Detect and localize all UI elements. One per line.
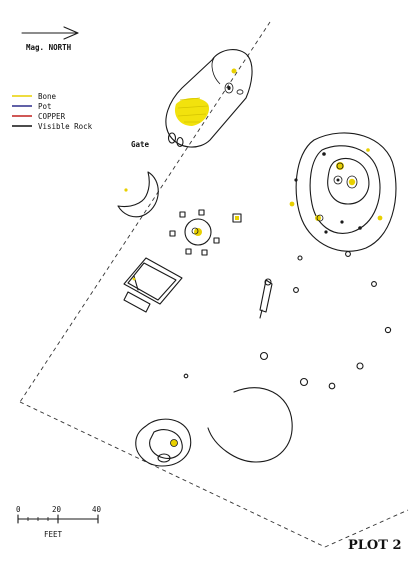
bone-deposit-hatching	[177, 97, 209, 123]
bone-fragment	[124, 188, 128, 192]
scale-bar	[17, 514, 99, 524]
bone-deposit-main	[174, 98, 210, 126]
legend-label-pot: Pot	[38, 102, 52, 111]
scattered-rocks	[183, 251, 392, 390]
post-ring	[169, 209, 220, 256]
north-label: Mag. NORTH	[26, 43, 72, 52]
plot-boundary	[19, 21, 409, 548]
legend-label-bone: Bone	[38, 92, 57, 101]
north-arrow-icon	[21, 26, 79, 40]
crescent-rock-arc	[117, 171, 159, 218]
hut-circle	[135, 418, 192, 467]
plot-title: PLOT 2	[348, 538, 402, 553]
scale-unit: FEET	[44, 530, 63, 539]
scale-tick-20: 20	[52, 505, 62, 514]
legend-label-visible-rock: Visible Rock	[38, 122, 93, 131]
gate-label: Gate	[131, 140, 150, 149]
round-compound	[289, 132, 397, 252]
legend-label-copper: COPPER	[38, 112, 66, 121]
scale-tick-40: 40	[92, 505, 102, 514]
elongated-stone	[259, 278, 273, 319]
legend: Bone Pot COPPER Visible Rock	[12, 92, 93, 131]
gate-posts	[167, 132, 184, 148]
long-enclosure	[165, 49, 253, 148]
rock-block	[232, 213, 242, 223]
rectangular-structure	[123, 257, 183, 313]
open-arc-wall	[207, 387, 293, 463]
bone-in-block	[235, 216, 239, 220]
scale-tick-0: 0	[16, 505, 21, 514]
